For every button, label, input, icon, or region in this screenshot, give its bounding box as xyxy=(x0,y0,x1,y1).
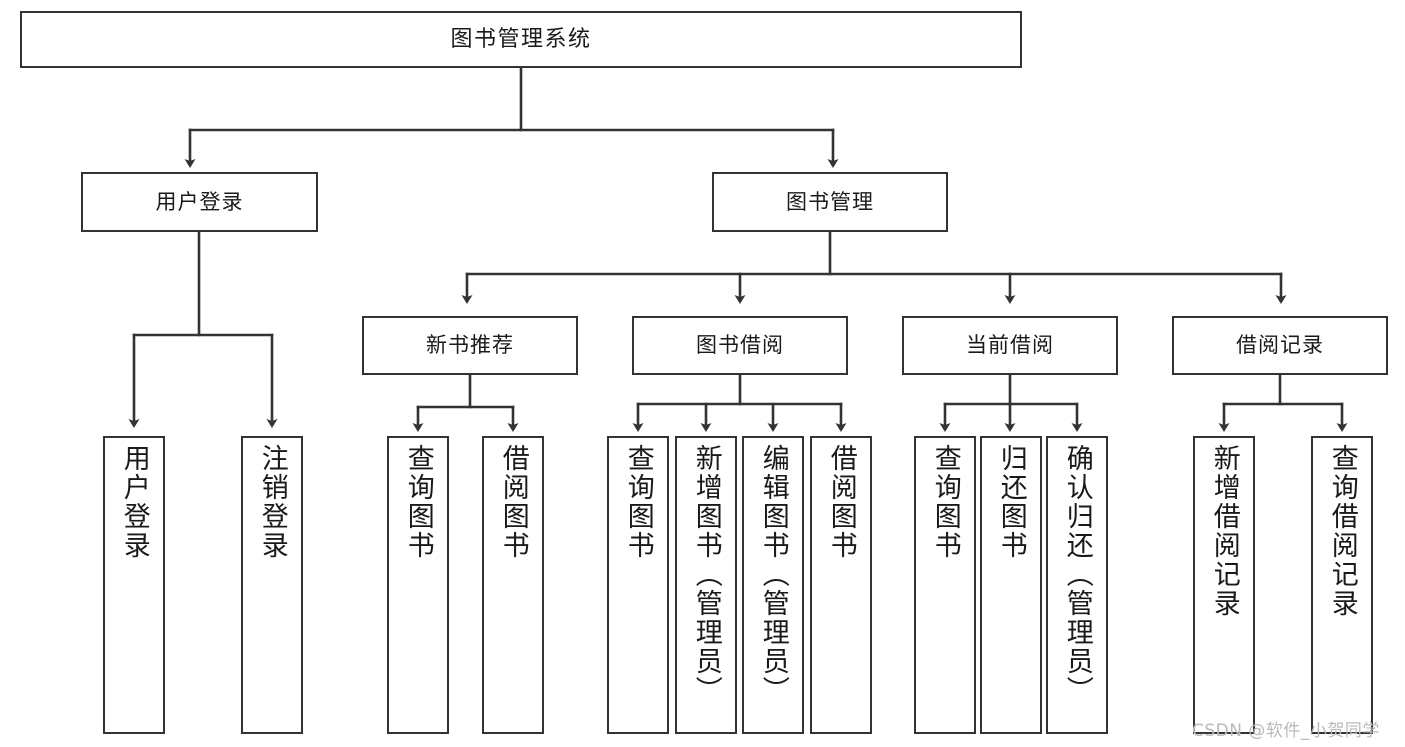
node-leaf-return-book[interactable]: 归还图书 xyxy=(980,436,1042,734)
node-user-login[interactable]: 用户登录 xyxy=(81,172,318,232)
node-label: 借阅图书 xyxy=(497,444,529,560)
node-label: 借阅记录 xyxy=(1236,333,1324,358)
node-label: 图书管理系统 xyxy=(450,26,592,52)
node-label: 确认归还（管理员） xyxy=(1061,444,1093,705)
node-borrow-record[interactable]: 借阅记录 xyxy=(1172,316,1388,375)
node-label: 借阅图书 xyxy=(825,444,857,560)
node-leaf-user-login[interactable]: 用户登录 xyxy=(103,436,165,734)
node-label: 归还图书 xyxy=(995,444,1027,560)
watermark-csdn: CSDN @软件_小贺同学 xyxy=(1192,721,1380,741)
node-leaf-borrow-book-recommend[interactable]: 借阅图书 xyxy=(482,436,544,734)
node-leaf-query-book-borrow[interactable]: 查询图书 xyxy=(607,436,669,734)
node-book-management[interactable]: 图书管理 xyxy=(712,172,948,232)
node-label: 新增借阅记录 xyxy=(1208,444,1240,618)
node-label: 编辑图书（管理员） xyxy=(757,444,789,705)
node-leaf-logout[interactable]: 注销登录 xyxy=(241,436,303,734)
node-leaf-query-borrow-record[interactable]: 查询借阅记录 xyxy=(1311,436,1373,734)
node-leaf-borrow-book[interactable]: 借阅图书 xyxy=(810,436,872,734)
node-leaf-edit-book-admin[interactable]: 编辑图书（管理员） xyxy=(742,436,804,734)
node-label: 用户登录 xyxy=(155,189,244,214)
node-label: 新增图书（管理员） xyxy=(690,444,722,705)
node-label: 注销登录 xyxy=(256,444,288,560)
node-label: 用户登录 xyxy=(118,444,150,560)
node-current-borrow[interactable]: 当前借阅 xyxy=(902,316,1118,375)
node-label: 当前借阅 xyxy=(966,333,1054,358)
node-label: 查询图书 xyxy=(622,444,654,560)
node-label: 查询图书 xyxy=(929,444,961,560)
node-leaf-query-book-current[interactable]: 查询图书 xyxy=(914,436,976,734)
node-label: 查询借阅记录 xyxy=(1326,444,1358,618)
node-leaf-confirm-return-admin[interactable]: 确认归还（管理员） xyxy=(1046,436,1108,734)
node-leaf-add-borrow-record[interactable]: 新增借阅记录 xyxy=(1193,436,1255,734)
node-new-book-recommend[interactable]: 新书推荐 xyxy=(362,316,578,375)
node-root-book-management-system[interactable]: 图书管理系统 xyxy=(20,11,1022,68)
node-book-borrow[interactable]: 图书借阅 xyxy=(632,316,848,375)
node-label: 查询图书 xyxy=(402,444,434,560)
node-label: 图书管理 xyxy=(786,189,874,214)
node-label: 图书借阅 xyxy=(696,333,784,358)
node-leaf-add-book-admin[interactable]: 新增图书（管理员） xyxy=(675,436,737,734)
node-label: 新书推荐 xyxy=(426,333,514,358)
node-leaf-query-book-recommend[interactable]: 查询图书 xyxy=(387,436,449,734)
